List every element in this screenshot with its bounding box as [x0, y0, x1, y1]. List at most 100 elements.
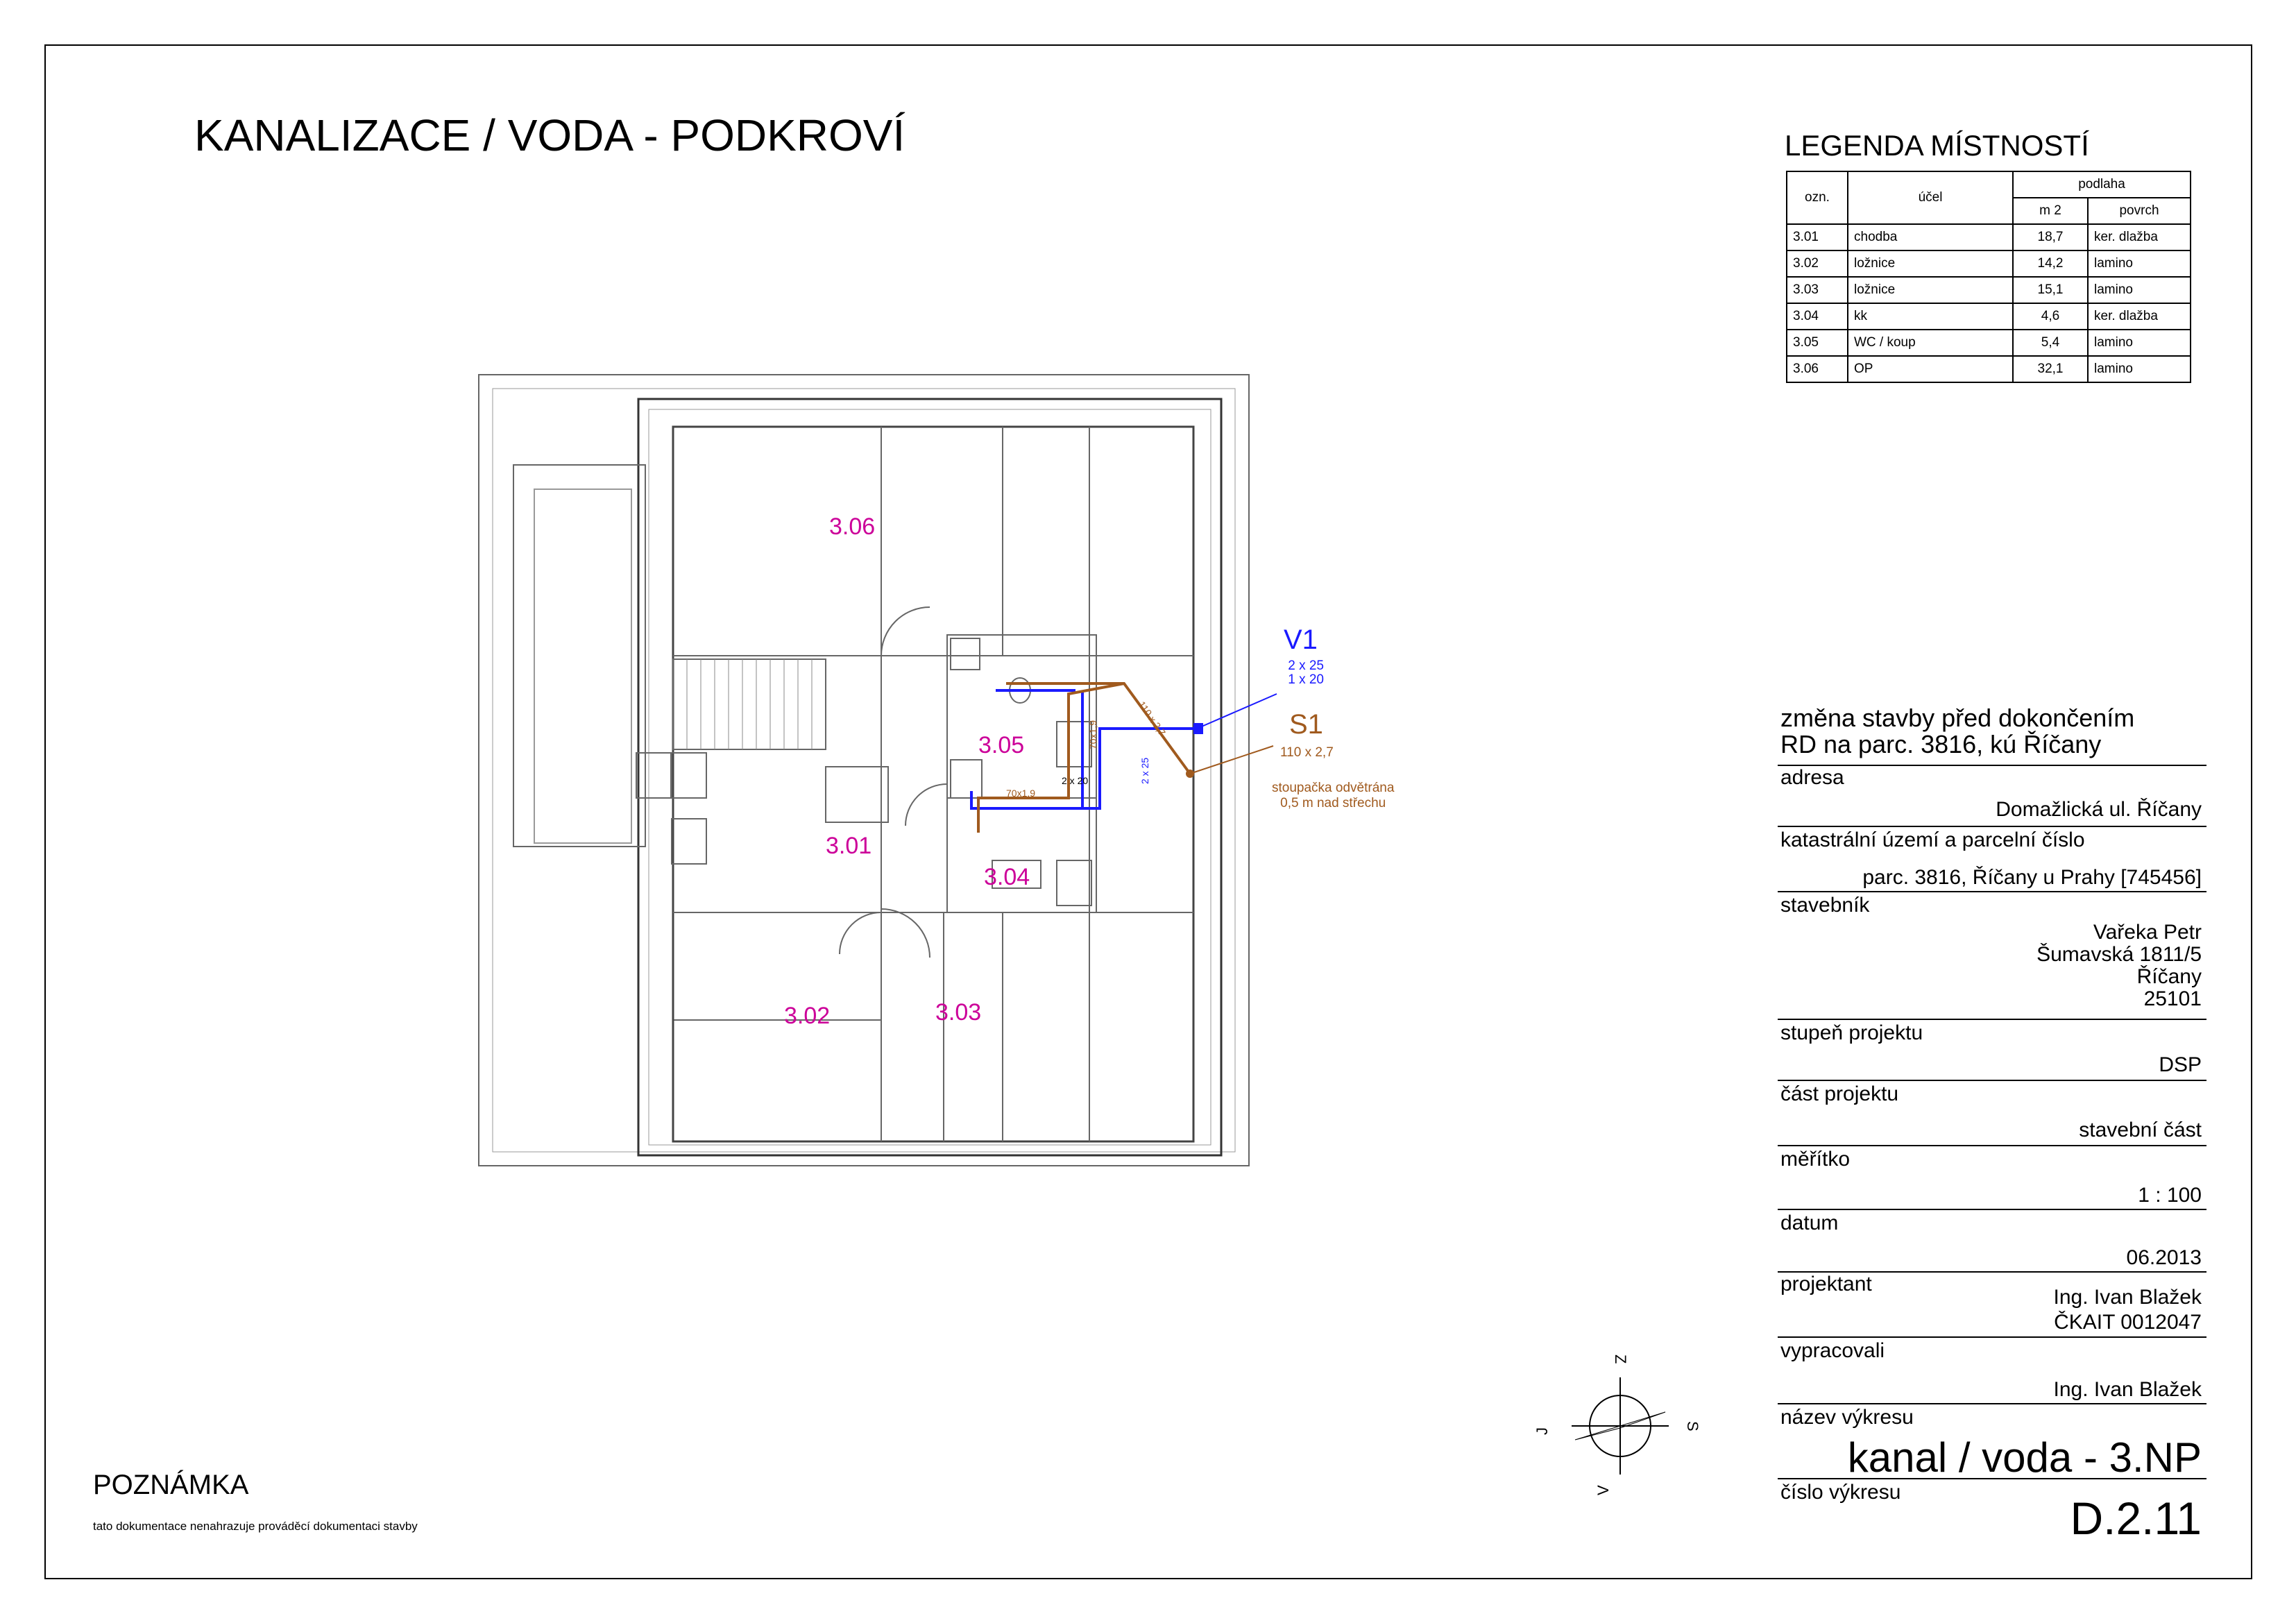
titleblock-rule [1778, 765, 2206, 766]
s1-label: S1 [1289, 709, 1323, 740]
kitchenette-walls [946, 797, 1097, 913]
titleblock-heading: změna stavby před dokončením RD na parc.… [1780, 705, 2134, 758]
s1-note-2: 0,5 m nad střechu [1280, 796, 1386, 810]
cadastre-label: katastrální území a parcelní číslo [1780, 829, 2085, 851]
legend-cell-code: 3.02 [1786, 250, 1848, 278]
door-swing-3 [839, 912, 882, 955]
shower [950, 759, 983, 799]
legend-cell-purpose: OP [1847, 355, 2014, 383]
drawing-name-value: kanal / voda - 3.NP [1847, 1434, 2202, 1481]
legend-title: LEGENDA MÍSTNOSTÍ [1785, 129, 2089, 162]
legend-cell-area: 5,4 [2012, 329, 2089, 357]
legend-cell-area: 15,1 [2012, 276, 2089, 304]
pipe-label-p2: 70x1,9 [1006, 788, 1035, 799]
designer-label: projektant [1780, 1273, 1872, 1295]
drawing-number-label: číslo výkresu [1780, 1481, 1901, 1504]
builder-value: Vařeka Petr Šumavská 1811/5 Říčany 25101 [2036, 921, 2202, 1010]
s1-leader [1189, 745, 1274, 774]
skylight-c [671, 818, 707, 865]
pipe-label-p4: 2 x 20 [1062, 775, 1088, 786]
v1-spec-2: 1 x 20 [1288, 672, 1324, 687]
titleblock-rule [1778, 1403, 2206, 1404]
scale-value: 1 : 100 [2138, 1184, 2202, 1207]
room-label-304: 3.04 [984, 864, 1030, 890]
s1-riser-marker [1186, 770, 1194, 778]
cadastre-value: parc. 3816, Říčany u Prahy [745456] [1862, 866, 2202, 889]
roof-outline-inner [492, 388, 1236, 1153]
legend-cell-code: 3.03 [1786, 276, 1848, 304]
drawing-name-label: název výkresu [1780, 1406, 1914, 1429]
skylight-d [1056, 721, 1092, 767]
legend-cell-surface: lamino [2087, 276, 2191, 304]
titleblock-heading-1: změna stavby před dokončením [1780, 704, 2135, 732]
skylight-b [671, 752, 707, 799]
pipe-label-p5: 70x1,9 [1087, 720, 1098, 749]
washbasin [950, 638, 980, 670]
titleblock-rule [1778, 1209, 2206, 1210]
drawing-number-value: D.2.11 [2070, 1493, 2202, 1544]
prepared-value: Ing. Ivan Blažek [2053, 1378, 2202, 1401]
titleblock-rule [1778, 1478, 2206, 1479]
part-label: část projektu [1780, 1082, 1899, 1105]
builder-line-2: Šumavská 1811/5 [2036, 943, 2202, 966]
compass-needle-outline [1574, 1411, 1666, 1441]
date-label: datum [1780, 1212, 1839, 1234]
room-label-302: 3.02 [784, 1003, 830, 1029]
stage-value: DSP [2159, 1053, 2202, 1076]
staircase [672, 658, 826, 750]
legend-header-purpose: účel [1847, 171, 2014, 225]
note-title: POZNÁMKA [93, 1470, 249, 1500]
prepared-label: vypracovali [1780, 1339, 1885, 1362]
room-label-305: 3.05 [978, 732, 1024, 758]
designer-line-1: Ing. Ivan Blažek [2053, 1286, 2202, 1309]
builder-line-3: Říčany [2136, 965, 2202, 988]
s1-note-1: stoupačka odvětrána [1272, 781, 1395, 795]
part-value: stavební část [2079, 1119, 2202, 1141]
s1-dim: 110 x 2,7 [1280, 745, 1334, 760]
titleblock-rule [1778, 1019, 2206, 1020]
compass-north-label: S [1684, 1421, 1701, 1431]
legend-cell-area: 14,2 [2012, 250, 2089, 278]
sewer-pipes [977, 682, 1191, 833]
wall-main [672, 425, 1195, 1143]
drawing-title: KANALIZACE / VODA - PODKROVÍ [194, 110, 905, 160]
legend-cell-surface: ker. dlažba [2087, 223, 2191, 251]
v1-riser-marker [1193, 723, 1203, 734]
building-outline-inner [648, 409, 1211, 1146]
balcony [513, 464, 646, 847]
legend-header-surface: povrch [2087, 197, 2191, 225]
date-value: 06.2013 [2126, 1246, 2202, 1269]
door-swing-4 [905, 783, 948, 826]
legend-header-area: m 2 [2012, 197, 2089, 225]
pipe-label-p3: 2 x 25 [1139, 758, 1150, 784]
legend-cell-surface: lamino [2087, 355, 2191, 383]
legend-cell-surface: ker. dlažba [2087, 303, 2191, 330]
s1-note: stoupačka odvětrána 0,5 m nad střechu [1272, 781, 1394, 811]
legend-cell-code: 3.06 [1786, 355, 1848, 383]
legend-cell-area: 4,6 [2012, 303, 2089, 330]
legend-header-floor: podlaha [2012, 171, 2191, 198]
legend-cell-surface: lamino [2087, 250, 2191, 278]
building-outline [637, 398, 1223, 1157]
legend-header-code: ozn. [1786, 171, 1848, 225]
v1-specs: 2 x 25 1 x 20 [1282, 659, 1324, 687]
floor-plan: 3.06 3.05 3.01 3.04 3.02 3.03 110 x 2,7 … [478, 374, 1277, 1166]
note-text: tato dokumentace nenahrazuje prováděcí d… [93, 1520, 418, 1533]
titleblock-rule [1778, 1271, 2206, 1273]
v1-spec-1: 2 x 25 [1288, 658, 1324, 673]
builder-line-1: Vařeka Petr [2093, 921, 2202, 944]
titleblock-rule [1778, 826, 2206, 827]
compass-east-label: V [1595, 1485, 1612, 1495]
builder-label: stavebník [1780, 894, 1870, 917]
room-label-306: 3.06 [829, 513, 875, 540]
balcony-inner [534, 488, 632, 844]
roof-outline [478, 374, 1250, 1166]
v1-label: V1 [1284, 624, 1318, 655]
door-swing-2 [881, 908, 930, 958]
stage-label: stupeň projektu [1780, 1021, 1923, 1044]
designer-line-2: ČKAIT 0012047 [2054, 1311, 2202, 1334]
